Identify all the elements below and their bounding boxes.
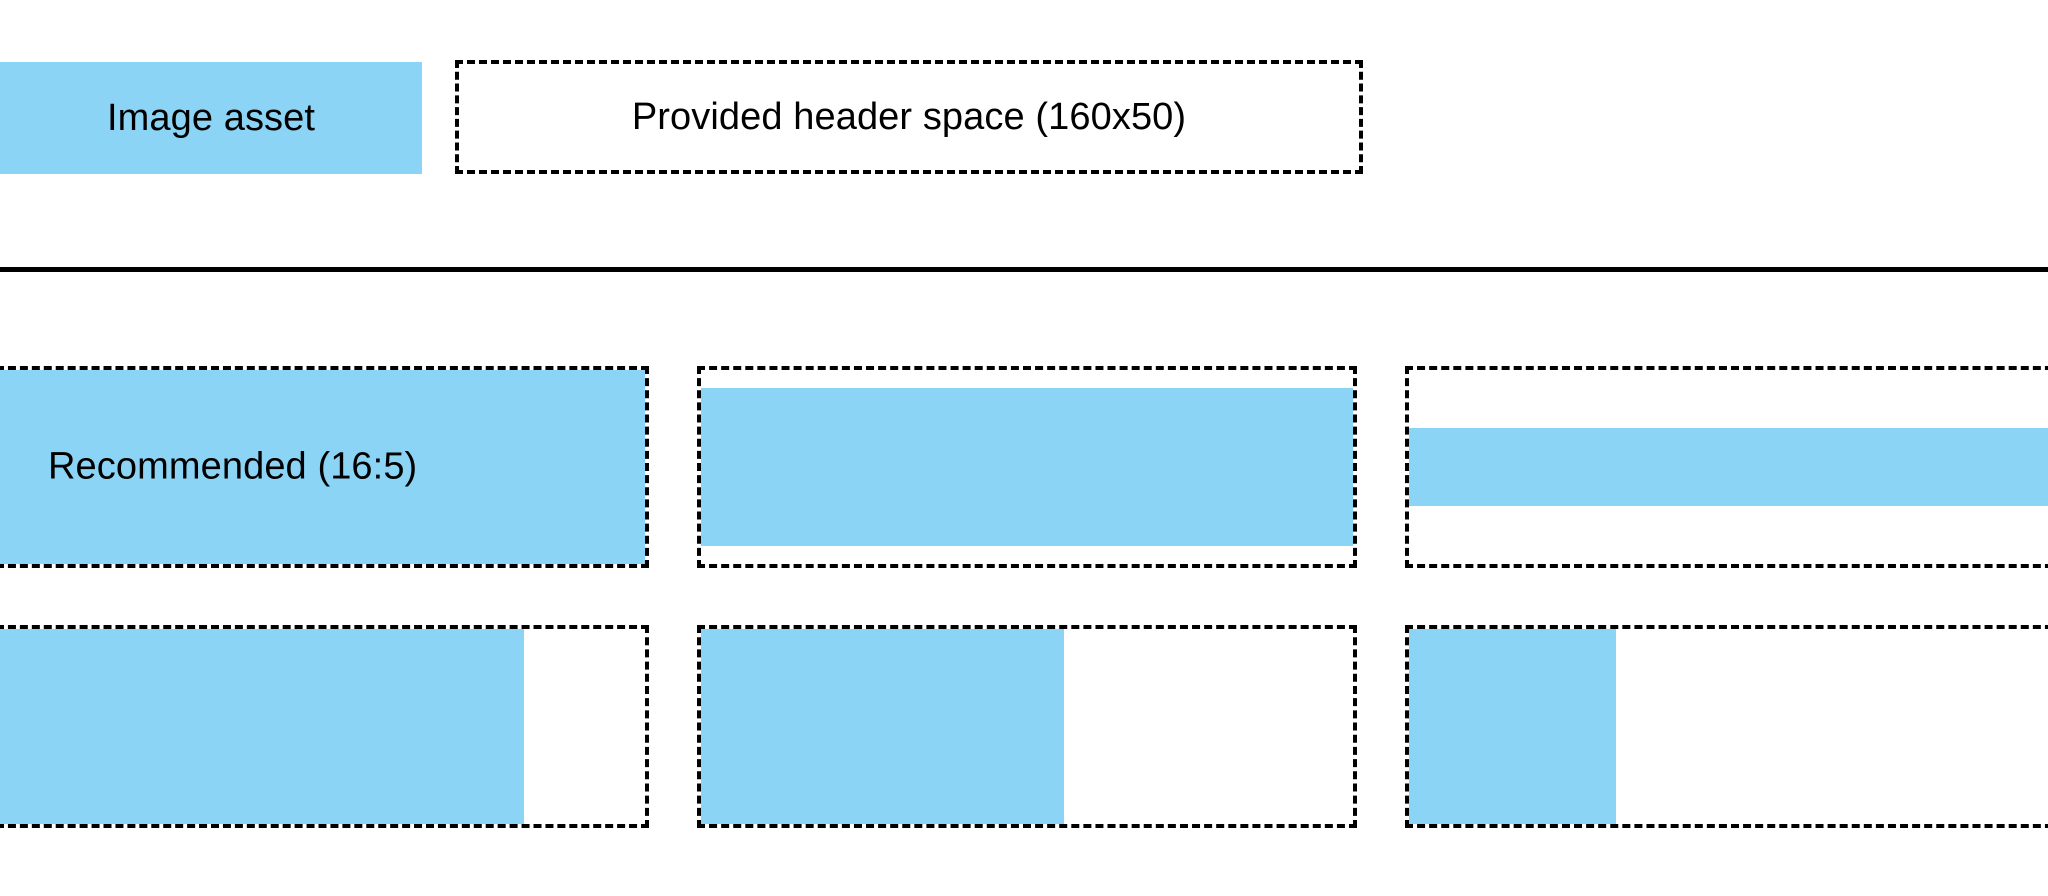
ratio-cell-label: Recommended (16:5) (48, 445, 418, 488)
header-row: Image asset Provided header space (160x5… (0, 0, 2048, 230)
image-asset-swatch: Image asset (0, 62, 422, 174)
image-asset-label: Image asset (106, 96, 316, 139)
ratio-cell-letterbox-large (1405, 366, 2048, 568)
asset-fill (0, 370, 645, 564)
ratio-cell-pillarbox-medium (697, 625, 1357, 828)
ratio-cell-recommended: Recommended (16:5) (0, 366, 649, 568)
asset-fill (0, 629, 524, 824)
asset-fill (701, 629, 1064, 824)
ratio-cell-pillarbox-small (0, 625, 649, 828)
asset-fill (701, 388, 1353, 546)
asset-fill (1409, 629, 1616, 824)
section-divider (0, 267, 2048, 272)
provided-header-space-box: Provided header space (160x50) (455, 60, 1363, 174)
ratio-cell-letterbox-small (697, 366, 1357, 568)
ratio-cell-pillarbox-large (1405, 625, 2048, 828)
provided-header-space-label: Provided header space (160x50) (631, 95, 1187, 138)
asset-fill (1409, 428, 2048, 506)
